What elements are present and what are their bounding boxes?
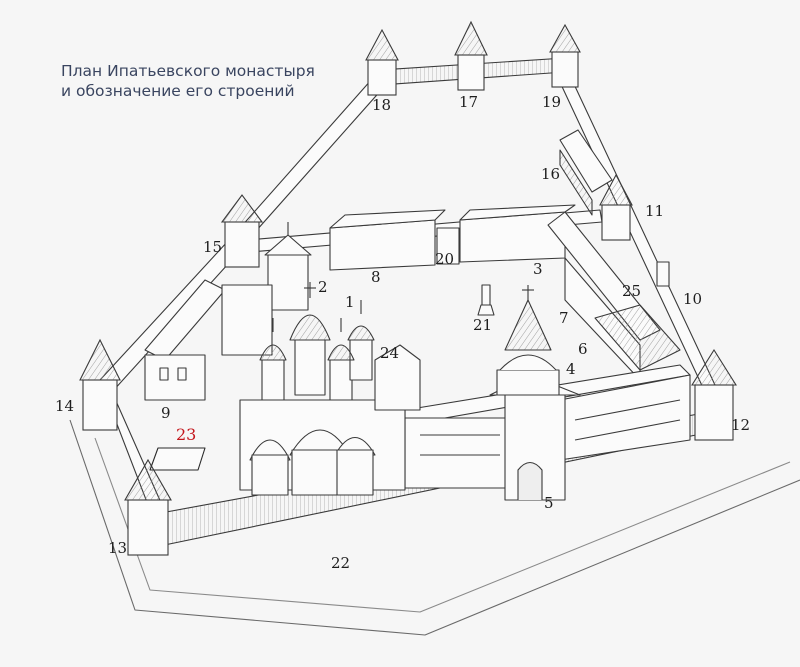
- label-21: 21: [473, 316, 492, 334]
- building-25: [594, 304, 681, 371]
- label-3: 3: [533, 260, 543, 278]
- label-23: 23: [176, 425, 196, 444]
- label-18: 18: [372, 96, 391, 114]
- chapel-10: [656, 261, 670, 287]
- road-outline: [69, 419, 800, 636]
- label-13: 13: [108, 539, 127, 557]
- label-15: 15: [203, 238, 222, 256]
- label-17: 17: [459, 93, 478, 111]
- tower-19: [549, 23, 581, 88]
- building-8: [329, 219, 436, 271]
- label-24: 24: [380, 344, 399, 362]
- plan-title-line-2: и обозначение его строений: [61, 82, 295, 100]
- label-11: 11: [645, 202, 664, 220]
- building-3-block: [459, 211, 566, 263]
- label-20: 20: [435, 250, 454, 268]
- plan-title-line-1: План Ипатьевского монастыря: [61, 62, 315, 80]
- label-22: 22: [331, 554, 350, 572]
- plot-23: [149, 447, 206, 471]
- label-8: 8: [371, 268, 381, 286]
- label-4: 4: [566, 360, 576, 378]
- label-7: 7: [559, 309, 569, 327]
- tower-14: [79, 338, 121, 431]
- building-2-bell-tower: [267, 254, 309, 311]
- tower-13: [124, 458, 172, 556]
- label-5: 5: [544, 494, 554, 512]
- label-14: 14: [55, 397, 74, 415]
- label-16: 16: [541, 165, 560, 183]
- label-2: 2: [318, 278, 328, 296]
- label-25: 25: [622, 282, 641, 300]
- label-10: 10: [683, 290, 702, 308]
- label-9: 9: [161, 404, 171, 422]
- label-1: 1: [345, 293, 355, 311]
- tower-11: [599, 173, 633, 241]
- tower-18: [365, 28, 399, 96]
- label-19: 19: [542, 93, 561, 111]
- building-16: [559, 129, 613, 193]
- label-6: 6: [578, 340, 588, 358]
- label-12: 12: [731, 416, 750, 434]
- tower-17: [454, 20, 488, 91]
- tower-12: [691, 348, 737, 441]
- tower-15: [220, 194, 264, 268]
- building-24: [374, 344, 421, 411]
- trinity-cathedral: [239, 282, 406, 496]
